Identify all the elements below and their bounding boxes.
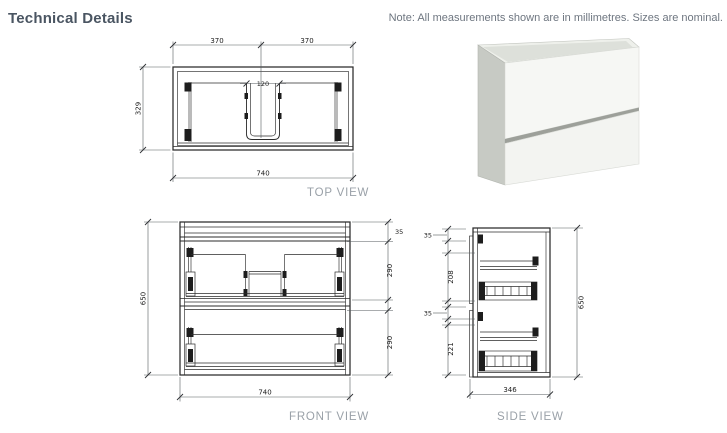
- top-dim-center-gap: 120: [257, 80, 269, 88]
- top-view-cabinet-outline: [172, 66, 354, 151]
- page-title: Technical Details: [8, 10, 133, 27]
- top-dim-right-opening: 370: [300, 37, 313, 45]
- cabinet-3d: [477, 38, 640, 186]
- cabinet-drawer-gap: [505, 107, 639, 144]
- front-view-cabinet-outline: [179, 221, 351, 376]
- top-view-label: TOP VIEW: [307, 187, 370, 199]
- cabinet-side-panel: [477, 44, 506, 186]
- front-dim-bottom-drawer: 290: [386, 336, 394, 349]
- front-dim-height: 650: [140, 292, 148, 305]
- side-view-cabinet-outline: [469, 227, 551, 378]
- top-dim-depth: 329: [135, 102, 143, 115]
- side-view-dimensions: 35 208 35 221 650 346: [424, 224, 586, 399]
- cabinet-top-interior: [483, 41, 633, 62]
- front-view-top-drawer: [185, 247, 345, 297]
- side-view-bottom-drawer: [478, 327, 539, 372]
- cabinet-drawer-front-bottom: [504, 110, 640, 186]
- front-view-drawing: 650 740 35 290 290: [140, 218, 403, 402]
- side-dim-height: 650: [578, 296, 586, 309]
- side-view-drawing: 35 208 35 221 650 346: [424, 224, 586, 399]
- top-dim-left-opening: 370: [210, 37, 223, 45]
- front-dim-width: 740: [258, 389, 271, 397]
- side-dim-mid-gap: 35: [424, 310, 432, 318]
- top-dim-width: 740: [256, 170, 269, 178]
- measurement-note: Note: All measurements shown are in mill…: [388, 12, 723, 24]
- top-view-drawing: 370 370 120 329 740: [135, 37, 357, 182]
- vanity-3d-render: [477, 38, 640, 186]
- front-dim-top-drawer: 290: [386, 264, 394, 277]
- top-view-dimensions: 370 370 120 329 740: [135, 37, 357, 182]
- front-view-bottom-drawer: [185, 327, 345, 367]
- side-dim-bottom-drawer-depth: 221: [447, 342, 455, 355]
- front-view-label: FRONT VIEW: [289, 411, 369, 423]
- side-view-label: SIDE VIEW: [497, 411, 564, 423]
- front-dim-top-rail: 35: [395, 228, 403, 236]
- side-dim-depth: 346: [503, 386, 517, 394]
- side-dim-top-drawer-depth: 208: [447, 270, 455, 283]
- side-dim-top-gap: 35: [424, 232, 432, 240]
- front-view-dimensions: 650 740 35 290 290: [140, 218, 403, 402]
- side-view-top-drawer: [478, 256, 539, 301]
